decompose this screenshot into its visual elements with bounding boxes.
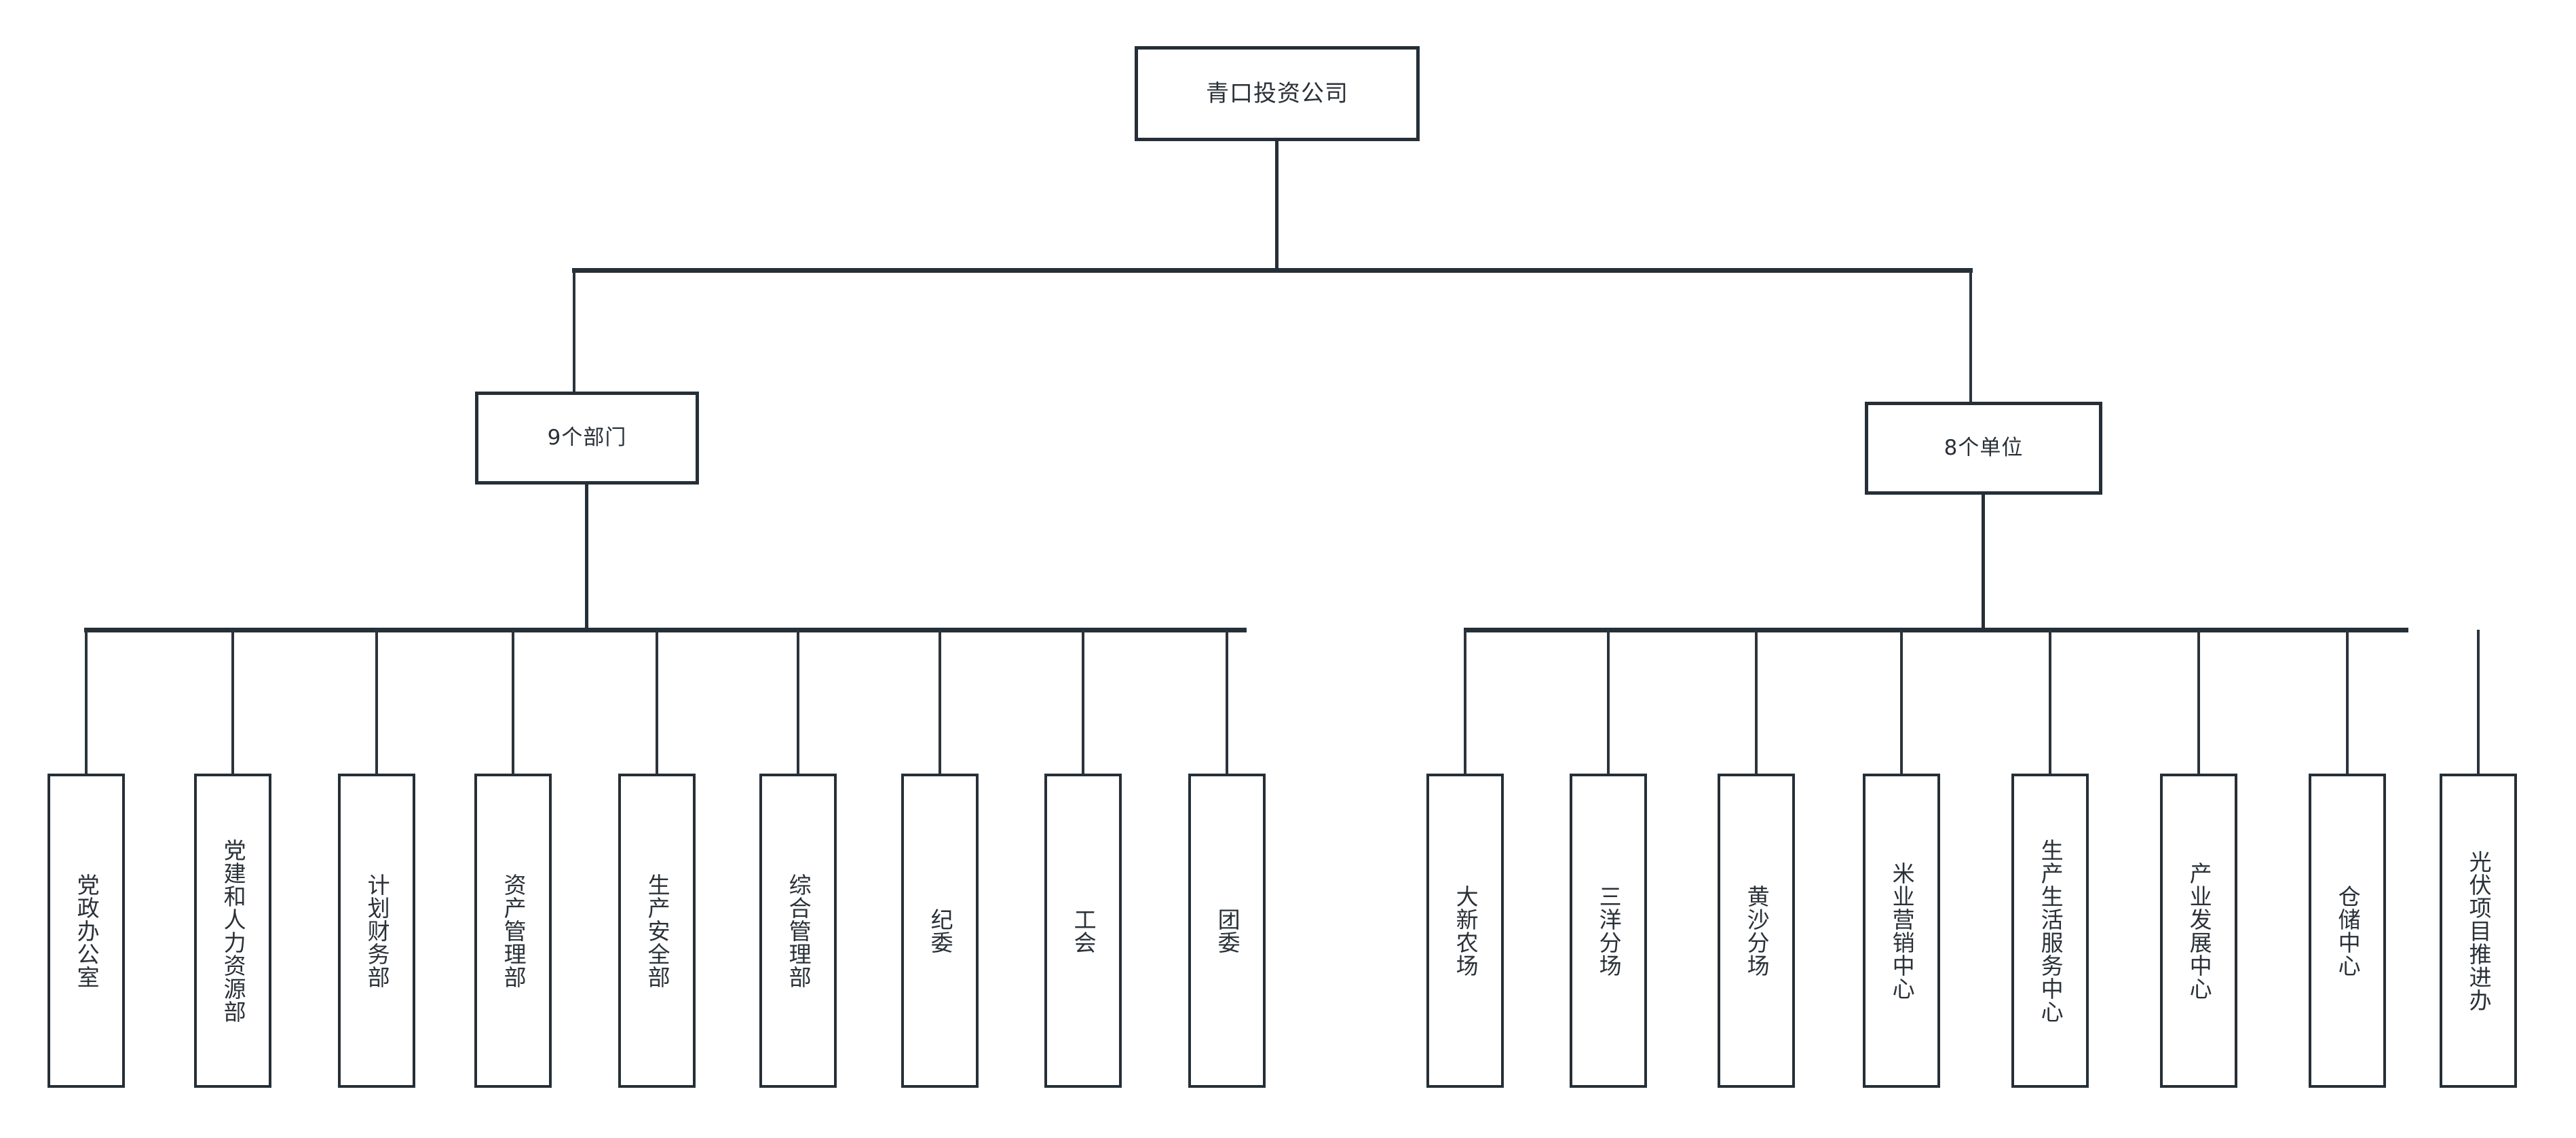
- node-branch-departments[interactable]: 9个部门: [475, 392, 699, 485]
- node-department-5-label: 生产安全部: [644, 873, 671, 989]
- node-department-9[interactable]: 团委: [1188, 774, 1266, 1088]
- node-unit-8[interactable]: 光伏项目推进办: [2440, 774, 2517, 1088]
- node-branch-departments-label: 9个部门: [547, 425, 627, 450]
- node-branch-units-label: 8个单位: [1944, 435, 2024, 460]
- connector-level1-bus: [572, 268, 1973, 273]
- connector-drop-dept-4: [512, 630, 514, 775]
- connector-drop-unit-6: [2197, 630, 2200, 775]
- connector-drop-dept-1: [85, 630, 88, 775]
- node-department-5[interactable]: 生产安全部: [618, 774, 696, 1088]
- connector-units-bus: [1464, 628, 2408, 632]
- node-department-2[interactable]: 党建和人力资源部: [194, 774, 271, 1088]
- node-unit-6[interactable]: 产业发展中心: [2160, 774, 2237, 1088]
- connector-drop-unit-5: [2049, 630, 2051, 775]
- node-department-7-label: 纪委: [927, 907, 954, 954]
- node-department-1-label: 党政办公室: [73, 873, 100, 989]
- node-unit-2[interactable]: 三洋分场: [1570, 774, 1647, 1088]
- node-unit-1[interactable]: 大新农场: [1426, 774, 1504, 1088]
- node-root-company[interactable]: 青口投资公司: [1135, 46, 1420, 141]
- connector-departments-trunk: [585, 485, 588, 630]
- connector-drop-dept-3: [375, 630, 378, 775]
- connector-drop-unit-2: [1607, 630, 1610, 775]
- node-department-9-label: 团委: [1214, 907, 1241, 954]
- node-unit-3[interactable]: 黄沙分场: [1718, 774, 1795, 1088]
- node-unit-5-label: 生产生活服务中心: [2037, 838, 2064, 1023]
- connector-units-trunk: [1982, 495, 1985, 630]
- node-department-6-label: 综合管理部: [785, 873, 812, 989]
- connector-drop-unit-7: [2346, 630, 2349, 775]
- node-department-1[interactable]: 党政办公室: [48, 774, 125, 1088]
- connector-drop-dept-5: [656, 630, 658, 775]
- node-unit-3-label: 黄沙分场: [1743, 884, 1770, 977]
- node-unit-4[interactable]: 米业营销中心: [1863, 774, 1940, 1088]
- connector-to-units: [1969, 270, 1972, 402]
- node-department-3[interactable]: 计划财务部: [338, 774, 415, 1088]
- node-unit-7-label: 仓储中心: [2334, 884, 2362, 977]
- node-department-8[interactable]: 工会: [1044, 774, 1122, 1088]
- node-unit-4-label: 米业营销中心: [1889, 861, 1916, 1000]
- node-root-company-label: 青口投资公司: [1206, 79, 1348, 107]
- connector-drop-unit-4: [1900, 630, 1903, 775]
- node-unit-1-label: 大新农场: [1452, 884, 1479, 977]
- connector-departments-bus: [84, 628, 1247, 632]
- node-department-4[interactable]: 资产管理部: [474, 774, 552, 1088]
- node-unit-2-label: 三洋分场: [1595, 884, 1623, 977]
- connector-drop-unit-3: [1755, 630, 1758, 775]
- connector-drop-unit-8: [2477, 630, 2480, 775]
- connector-drop-unit-1: [1464, 630, 1466, 775]
- connector-drop-dept-7: [939, 630, 941, 775]
- connector-to-departments: [573, 270, 575, 392]
- node-unit-5[interactable]: 生产生活服务中心: [2011, 774, 2089, 1088]
- node-department-3-label: 计划财务部: [364, 873, 391, 989]
- node-department-8-label: 工会: [1070, 907, 1097, 954]
- node-department-7[interactable]: 纪委: [901, 774, 979, 1088]
- node-unit-8-label: 光伏项目推进办: [2465, 850, 2493, 1012]
- connector-drop-dept-6: [797, 630, 799, 775]
- connector-drop-dept-2: [231, 630, 234, 775]
- node-unit-6-label: 产业发展中心: [2186, 861, 2213, 1000]
- connector-root-trunk: [1275, 140, 1278, 270]
- node-branch-units[interactable]: 8个单位: [1865, 402, 2102, 495]
- node-unit-7[interactable]: 仓储中心: [2309, 774, 2386, 1088]
- node-department-4-label: 资产管理部: [500, 873, 527, 989]
- node-department-6[interactable]: 综合管理部: [759, 774, 837, 1088]
- connector-drop-dept-9: [1226, 630, 1228, 775]
- node-department-2-label: 党建和人力资源部: [220, 838, 247, 1023]
- connector-drop-dept-8: [1082, 630, 1084, 775]
